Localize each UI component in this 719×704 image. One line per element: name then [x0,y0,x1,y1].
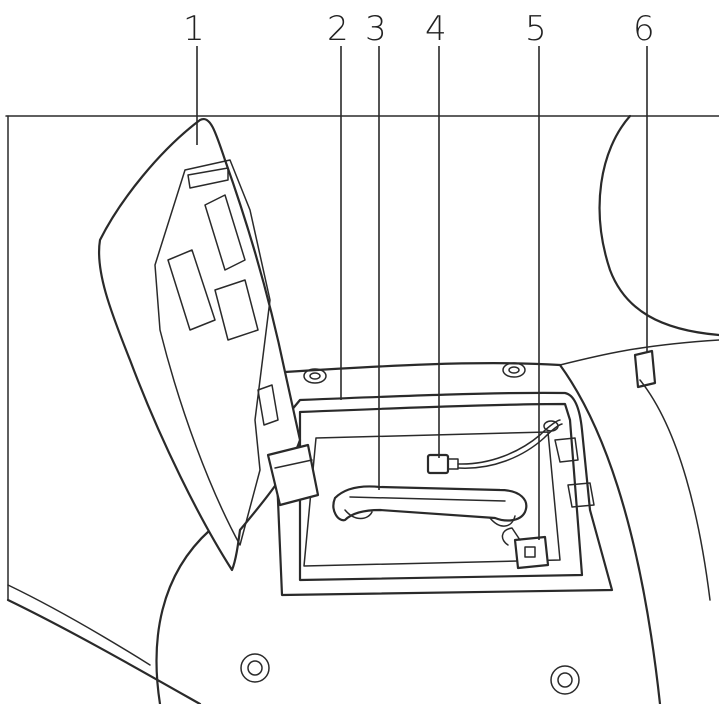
body-outline [6,598,202,704]
body-bolt-right [550,665,580,695]
body-right-flank [558,363,662,704]
body-bolts [240,653,580,695]
body-bolt-left-inner [247,660,263,676]
lock-body [513,535,550,570]
lid-hinge-bar [274,459,313,469]
deck-bolts [303,362,526,384]
rear-hump-lower [559,339,719,366]
callout-6: 6 [633,9,655,49]
bolt-right-inner [508,366,520,374]
body-outline-inner [7,584,151,666]
lid-hinge [266,443,320,507]
cable-lock [501,527,550,570]
callout-labels: 1 2 3 4 5 6 [183,9,655,49]
bolt-right [502,362,526,378]
carry-handle [332,485,528,527]
handle-hook-right [489,515,516,527]
lock-keyhole [524,546,536,558]
connector-plug [426,419,563,475]
rear-tab [633,349,657,389]
compartment-floor [303,431,561,567]
leader-lines [196,46,648,540]
cable-ring [543,420,559,432]
plug-tip [447,458,459,470]
lid-rib-3 [167,249,216,331]
seat-lid [97,117,320,572]
body-bolt-left [240,653,270,683]
storage-compartment [273,391,614,597]
callout-3: 3 [365,9,387,49]
callout-5: 5 [525,9,547,49]
lid-rib-1 [187,167,229,189]
plug-body [426,453,450,475]
body-right-flank-2 [639,379,711,601]
lid-rib-5 [257,384,279,426]
callout-1: 1 [183,9,205,49]
compartment-inner [298,402,584,582]
callout-4: 4 [425,9,447,49]
bolt-left [303,368,327,384]
handle-inner [349,496,506,502]
callout-2: 2 [327,9,349,49]
latch-notch-2 [567,482,595,508]
compartment-outer [273,391,614,597]
rear-hump [598,114,719,337]
bolt-left-inner [309,372,321,380]
handle-body [332,485,528,522]
lid-inner-panel [154,159,271,546]
handle-hook-left [344,509,373,520]
lock-shackle [501,527,521,546]
latch-notch [554,437,579,463]
lid-rib-2 [204,194,246,271]
body-bolt-right-inner [557,672,573,688]
lid-rib-4 [214,279,259,341]
